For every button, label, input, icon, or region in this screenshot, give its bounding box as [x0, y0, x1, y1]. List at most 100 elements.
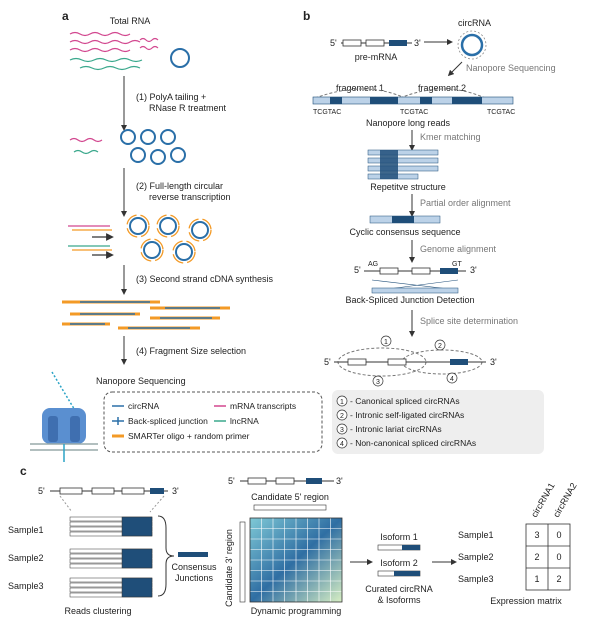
matrix-cell-r3c2: 2 [556, 574, 561, 584]
cluster-brace [157, 515, 175, 597]
circrna-title: circRNA [458, 18, 491, 28]
c-gene-model [50, 487, 168, 513]
circrna-symbol [170, 48, 190, 68]
matrix-cell-r3c1: 1 [534, 574, 539, 584]
site-4-badge [446, 372, 458, 384]
legend-b-items: 1 - Canonical spliced circRNAs 2 - Intro… [336, 395, 476, 449]
panel-b-letter: b [303, 9, 310, 23]
splice-site-diagram [334, 347, 486, 377]
total-rna-transcripts [69, 31, 159, 71]
nanopore-pore-icon [30, 371, 98, 462]
dp-matrix [249, 517, 343, 603]
expression-matrix-grid [525, 523, 571, 591]
matrix-cell-r1c2: 0 [556, 530, 561, 540]
legend-b-2: - Intronic self-ligated circRNAs [350, 410, 464, 420]
motif-2: TCGTAC [400, 109, 428, 116]
frag1-label: fragement 1 [336, 83, 384, 93]
legend-b-1: - Canonical spliced circRNAs [350, 396, 460, 406]
kmer-label: Kmer matching [420, 132, 481, 142]
frag1-bracket [314, 88, 406, 99]
curated-label-1: Curated circRNA [365, 584, 433, 594]
step2b-label: reverse transcription [149, 192, 231, 202]
bsj-3: 3' [470, 265, 477, 275]
nanopore-long-read [312, 96, 514, 105]
repetitive-structure [367, 149, 439, 180]
arrow-sequencing [447, 61, 463, 77]
genome-label: Genome alignment [420, 244, 497, 254]
site-4-num: 4 [450, 376, 454, 383]
panel-c-letter: c [20, 464, 27, 478]
site-1-num: 1 [384, 339, 388, 346]
legend-b-box [332, 390, 544, 454]
step1-label: (1) PolyA tailing + [136, 92, 206, 102]
consensus-label-1: Consensus [171, 562, 217, 572]
repetitive-label: Repetitve structure [370, 182, 446, 192]
total-rna-label: Total RNA [110, 16, 151, 26]
site-1-badge [380, 335, 392, 347]
expression-matrix-label: Expression matrix [490, 596, 562, 606]
c-gene-3: 3' [172, 486, 179, 496]
matrix-row-3: Sample3 [458, 574, 494, 584]
step1b-label: RNase R treatment [149, 103, 227, 113]
cand-gene-5: 5' [228, 476, 235, 486]
ds-cdna-fragments [62, 300, 230, 330]
step2-label: (2) Full-length circular [136, 181, 223, 191]
clustered-reads [69, 516, 153, 598]
legend-mrna: mRNA transcripts [230, 401, 296, 411]
circrna-read-loop [457, 30, 487, 60]
legend-bsj: Back-spliced junction [128, 416, 208, 426]
sample2-label: Sample2 [8, 553, 44, 563]
splice-3: 3' [490, 357, 497, 367]
legend-b-4: - Non-canonical spliced circRNAs [350, 438, 476, 448]
site-3-badge [372, 375, 384, 387]
candidate-gene-model [240, 477, 334, 485]
circrna-enriched [69, 129, 186, 165]
matrix-row-2: Sample2 [458, 552, 494, 562]
panel-a-letter: a [62, 9, 69, 23]
ag-label: AG [368, 261, 378, 268]
gt-label: GT [452, 261, 462, 268]
splice-5: 5' [324, 357, 331, 367]
matrix-cell-r2c1: 2 [534, 552, 539, 562]
motif-3: TCGTAC [487, 109, 515, 116]
sample3-label: Sample3 [8, 581, 44, 591]
candidate-5-label: Candidate 5' region [251, 492, 329, 502]
poa-label: Partial order alignment [420, 198, 511, 208]
site-3-num: 3 [376, 379, 380, 386]
isoform2-bar [377, 570, 421, 577]
cand-gene-3: 3' [336, 476, 343, 486]
sample1-label: Sample1 [8, 525, 44, 535]
isoform1-bar [377, 544, 421, 551]
consensus-junction-bar [178, 552, 208, 557]
curated-label-2: & Isoforms [377, 595, 421, 605]
step4-label: (4) Fragment Size selection [136, 346, 246, 356]
circrna-circle [460, 33, 484, 57]
bsj-5: 5' [354, 265, 361, 275]
legend-b-num-2: 2 [340, 413, 344, 420]
candidate-3-bar [239, 521, 246, 603]
legend-oligo: SMARTer oligo + random primer [128, 431, 250, 441]
motif-1: TCGTAC [313, 109, 341, 116]
site-2-badge [434, 339, 446, 351]
matrix-row-1: Sample1 [458, 530, 494, 540]
legend-b-num-3: 3 [340, 427, 344, 434]
nanopore-seq-label: Nanopore Sequencing [96, 376, 186, 386]
b-premrna-3: 3' [414, 38, 421, 48]
matrix-cell-r1c1: 3 [534, 530, 539, 540]
long-reads-label: Nanopore long reads [366, 118, 451, 128]
matrix-cell-r2c2: 0 [556, 552, 561, 562]
candidate-3-label: Candidate 3' region [224, 529, 234, 607]
splice-label: Splice site determination [420, 316, 518, 326]
site-2-num: 2 [438, 343, 442, 350]
step3-label: (3) Second strand cDNA synthesis [136, 274, 274, 284]
nanopore-seq-b-label: Nanopore Sequencing [466, 63, 556, 73]
candidate-5-bar [253, 504, 327, 511]
isoform2-label: Isoform 2 [380, 558, 418, 568]
legend-b-3: - Intronic lariat circRNAs [350, 424, 442, 434]
premrna-label: pre-mRNA [355, 52, 398, 62]
consensus-label-2: Junctions [175, 573, 214, 583]
genome-alignment-track [364, 267, 466, 294]
bsj-detection-label: Back-Spliced Junction Detection [345, 295, 474, 305]
legend-b-num-1: 1 [340, 399, 344, 406]
